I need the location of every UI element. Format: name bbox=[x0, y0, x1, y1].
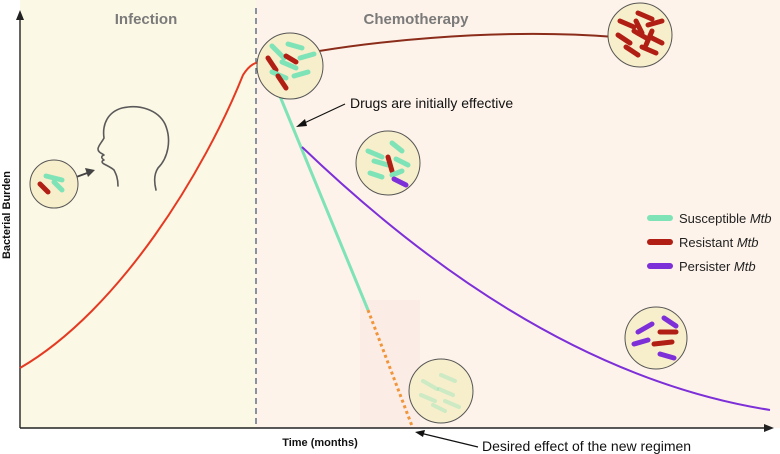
legend-label-name: Persister bbox=[679, 259, 734, 274]
drugs-effective-arrowhead bbox=[296, 119, 307, 127]
drugs-effective-pointer bbox=[299, 103, 346, 126]
bacterium-rod bbox=[639, 44, 659, 56]
bacteria-cluster-icon-resistant bbox=[607, 2, 673, 68]
bacterium-rod bbox=[647, 34, 665, 46]
susceptible-mtb-decline bbox=[268, 71, 370, 311]
bacterium-rod bbox=[657, 351, 677, 361]
bacterium-rod bbox=[279, 59, 299, 71]
legend-label: Resistant Mtb bbox=[679, 235, 758, 250]
bacterium-rod bbox=[385, 154, 395, 174]
bacterium-rod bbox=[367, 170, 385, 180]
bacterium-rod bbox=[265, 55, 279, 73]
bacterium-rod bbox=[371, 158, 391, 168]
bacteria-cluster-icon-mixed bbox=[355, 130, 421, 196]
bacterium-rod bbox=[643, 28, 655, 48]
bacteria-circle-outline bbox=[624, 306, 688, 370]
chemotherapy-phase-title: Chemotherapy bbox=[363, 11, 469, 28]
bacterium-rod bbox=[617, 18, 637, 30]
bacterium-rod bbox=[623, 44, 641, 58]
bacterium-rod bbox=[419, 393, 437, 403]
infection-phase-background bbox=[20, 0, 256, 428]
legend-label: Susceptible Mtb bbox=[679, 211, 772, 226]
legend-label-organism: Mtb bbox=[734, 259, 756, 274]
bacterium-rod bbox=[635, 321, 655, 335]
legend-label: Persister Mtb bbox=[679, 259, 756, 274]
x-axis-label: Time (months) bbox=[282, 437, 358, 449]
infection-phase-title: Infection bbox=[115, 11, 178, 28]
bacterium-rod bbox=[633, 18, 645, 36]
bacterium-rod bbox=[269, 43, 287, 61]
bacterium-rod bbox=[421, 379, 439, 391]
legend-label-organism: Mtb bbox=[737, 235, 759, 250]
bacterium-rod bbox=[631, 337, 651, 347]
desired-effect-zone bbox=[360, 300, 420, 428]
bacterium-rod bbox=[275, 73, 289, 91]
bacterium-rod bbox=[51, 179, 65, 193]
bacteria-cluster-icon-peak bbox=[256, 32, 324, 100]
bacterium-rod bbox=[285, 41, 305, 51]
desired-effect-arrowhead bbox=[415, 430, 425, 437]
bacterium-rod bbox=[391, 176, 409, 188]
bacterium-rod bbox=[365, 148, 385, 160]
bacteria-cluster-icon-initial bbox=[29, 159, 79, 209]
bacterium-rod bbox=[439, 373, 457, 383]
x-axis-arrow bbox=[764, 424, 774, 432]
bacterium-rod bbox=[635, 10, 655, 22]
bacterium-rod bbox=[651, 339, 675, 347]
inhalation-arrowhead bbox=[85, 168, 95, 177]
bacterium-rod bbox=[645, 18, 665, 28]
bacteria-cluster-icon-cleared bbox=[408, 358, 474, 424]
bacterium-rod bbox=[291, 69, 311, 79]
bacteria-circle-outline bbox=[408, 358, 474, 424]
bacterium-rod bbox=[443, 399, 461, 409]
bacterium-rod bbox=[437, 387, 455, 397]
bacterium-rod bbox=[431, 403, 447, 413]
drugs-effective-label: Drugs are initially effective bbox=[350, 95, 513, 111]
y-axis-label: Bacterial Burden bbox=[1, 171, 13, 259]
bacterium-rod bbox=[283, 53, 299, 65]
y-axis-arrow bbox=[16, 10, 24, 20]
bacterium-rod bbox=[389, 140, 405, 154]
legend-label-organism: Mtb bbox=[750, 211, 772, 226]
bacterium-rod bbox=[615, 32, 633, 46]
legend-label-name: Susceptible bbox=[679, 211, 750, 226]
legend-label-name: Resistant bbox=[679, 235, 737, 250]
bacterium-rod bbox=[393, 156, 411, 168]
bacterium-rod bbox=[297, 51, 317, 61]
persister-mtb-curve bbox=[301, 146, 771, 411]
desired-effect-label: Desired effect of the new regimen bbox=[482, 438, 691, 454]
bacterium-rod bbox=[37, 181, 51, 195]
desired-regimen-extension bbox=[366, 309, 414, 427]
infection-growth-curve bbox=[19, 61, 263, 369]
desired-effect-pointer bbox=[419, 432, 479, 448]
bacterium-rod bbox=[661, 315, 679, 329]
bacteria-cluster-icon-persister bbox=[624, 306, 688, 370]
bacterium-rod bbox=[389, 168, 405, 178]
human-head-profile-icon bbox=[97, 106, 170, 191]
chemotherapy-phase-background bbox=[256, 0, 780, 428]
bacterium-rod bbox=[43, 173, 65, 183]
